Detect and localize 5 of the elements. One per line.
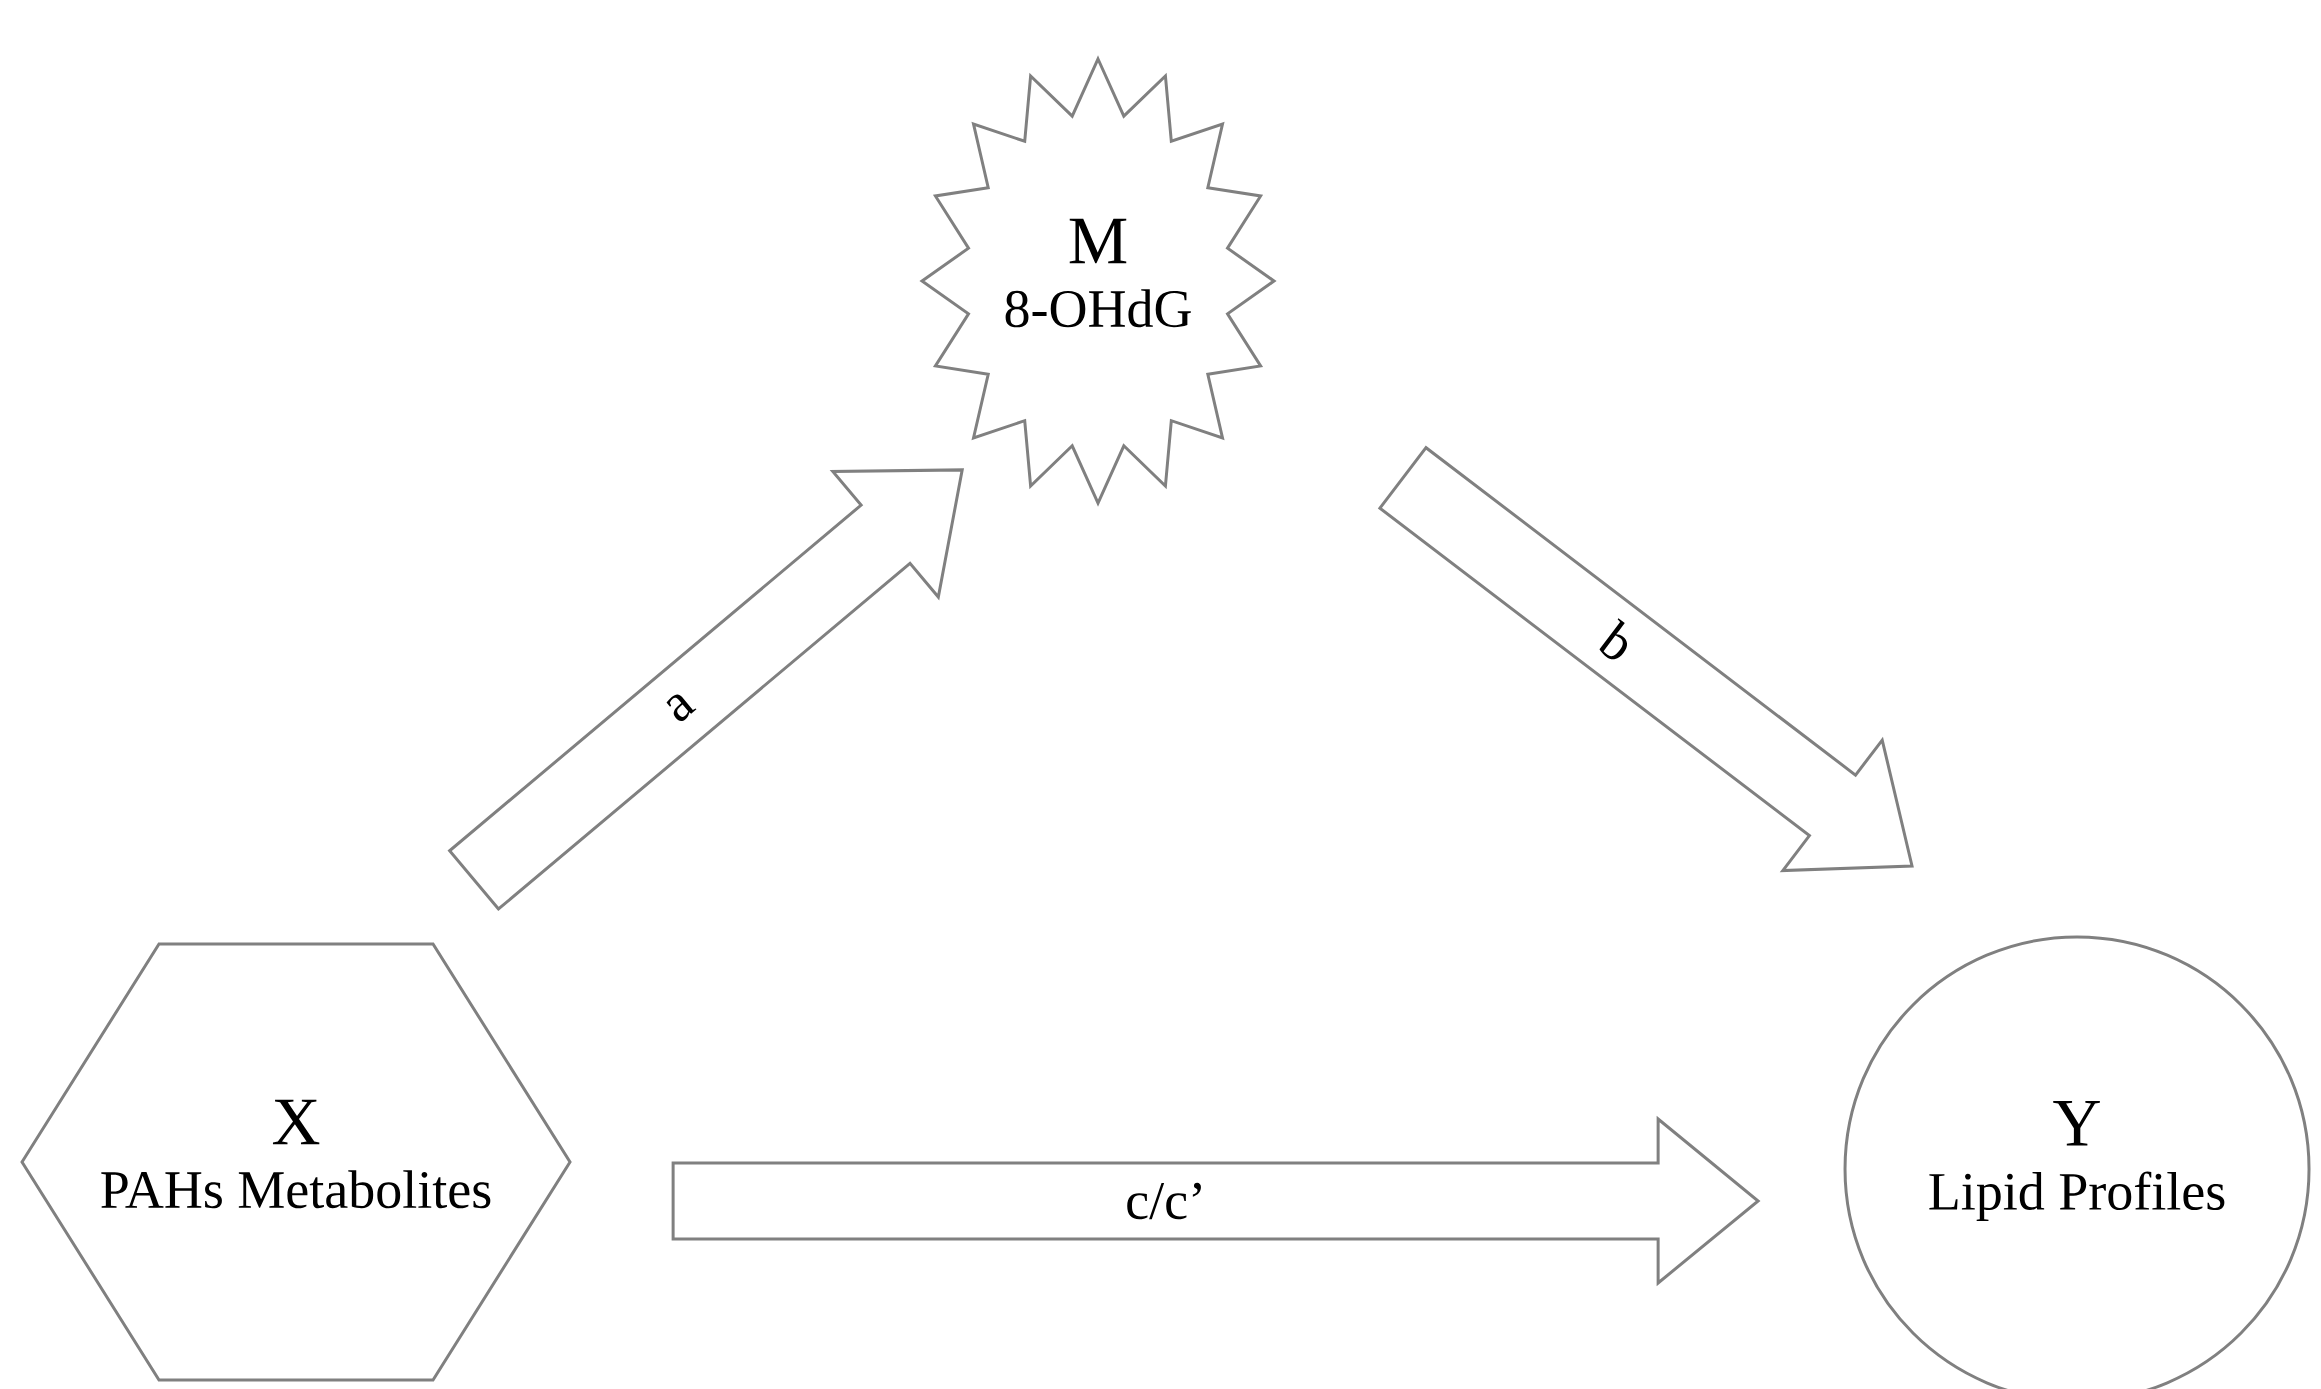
edge-label: b — [1599, 618, 1628, 660]
edge-label: a — [666, 694, 697, 722]
hexagon: X PAHs Metabolites — [20, 942, 572, 1382]
edge-label: c/c’ — [1127, 1182, 1201, 1220]
block-arrow — [671, 1115, 1761, 1287]
